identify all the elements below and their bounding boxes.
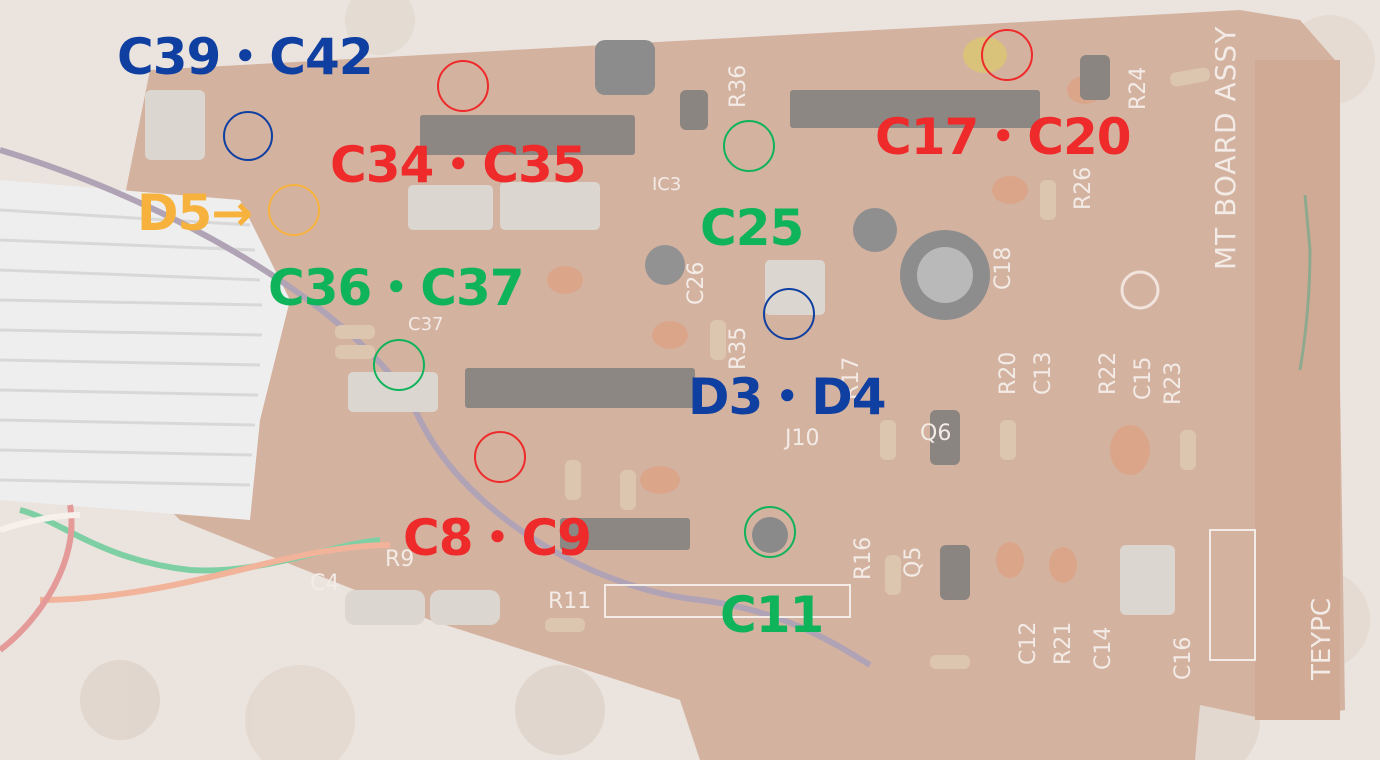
marker-c34-c35 (437, 60, 489, 112)
silk-r22: R22 (1096, 352, 1121, 395)
resistors (335, 67, 1210, 669)
silk-q6: Q6 (920, 421, 951, 446)
silk-r36: R36 (726, 65, 751, 108)
silk-c37: C37 (408, 314, 443, 335)
silkscreen: MT BOARD ASSY TEYPC R36 IC3 R24 R26 C18 … (310, 26, 1337, 681)
electrolytic-capacitors (595, 40, 990, 553)
film-capacitors (145, 90, 1175, 625)
label-c17-c20: C17・C20 (875, 108, 1132, 166)
marker-c36-c37 (373, 339, 425, 391)
silk-r24: R24 (1126, 67, 1151, 110)
silk-r21: R21 (1051, 622, 1076, 665)
transistors (680, 55, 1110, 600)
purple-wire (0, 147, 872, 668)
marker-c39-c42 (223, 111, 273, 161)
pcb-board (80, 10, 1345, 760)
board-brand-text: TEYPC (1307, 598, 1337, 681)
label-c11: C11 (720, 586, 824, 644)
pcb-edge (1255, 60, 1340, 720)
marker-c25 (723, 120, 775, 172)
label-c36-c37: C36・C37 (268, 259, 525, 317)
mounting-hole (1120, 270, 1160, 310)
silk-c13: C13 (1031, 352, 1056, 395)
silk-c15: C15 (1131, 357, 1156, 400)
silk-r20: R20 (996, 352, 1021, 395)
silk-ic3: IC3 (652, 174, 681, 195)
silk-c14: C14 (1091, 627, 1116, 670)
silk-r9: R9 (385, 547, 414, 572)
silk-c16: C16 (1171, 637, 1196, 680)
label-c25: C25 (700, 199, 804, 257)
marker-d5 (268, 184, 320, 236)
silk-q5: Q5 (901, 547, 926, 578)
silk-r23: R23 (1161, 362, 1186, 405)
connector-outline (604, 584, 851, 618)
orange-wire (39, 542, 391, 603)
silk-r16: R16 (851, 537, 876, 580)
silk-r11: R11 (548, 589, 591, 614)
white-wire (0, 512, 81, 533)
marker-d3-d4 (763, 288, 815, 340)
silk-c26: C26 (684, 262, 709, 305)
label-c8-c9: C8・C9 (403, 509, 592, 567)
label-d5: D5→ (137, 184, 253, 242)
silk-c4: C4 (310, 571, 339, 596)
label-d3-d4: D3・D4 (688, 368, 887, 426)
silk-r17: R17 (839, 357, 864, 400)
silk-j10: J10 (783, 426, 819, 451)
green-thin-wire (1298, 194, 1312, 371)
silk-r35: R35 (726, 327, 751, 370)
marker-c8-c9 (474, 431, 526, 483)
silk-c18: C18 (991, 247, 1016, 290)
connector-outline-right (1209, 529, 1256, 661)
silk-c12: C12 (1016, 622, 1041, 665)
label-c34-c35: C34・C35 (330, 136, 587, 194)
marker-c11 (744, 506, 796, 558)
ribbon-cable (0, 180, 290, 520)
marker-c17-c20 (981, 29, 1033, 81)
red-wire (0, 504, 75, 653)
label-c39-c42: C39・C42 (117, 28, 374, 86)
silk-r26: R26 (1071, 167, 1096, 210)
board-title-text: MT BOARD ASSY (1209, 26, 1242, 270)
ic-chips (420, 90, 1040, 550)
